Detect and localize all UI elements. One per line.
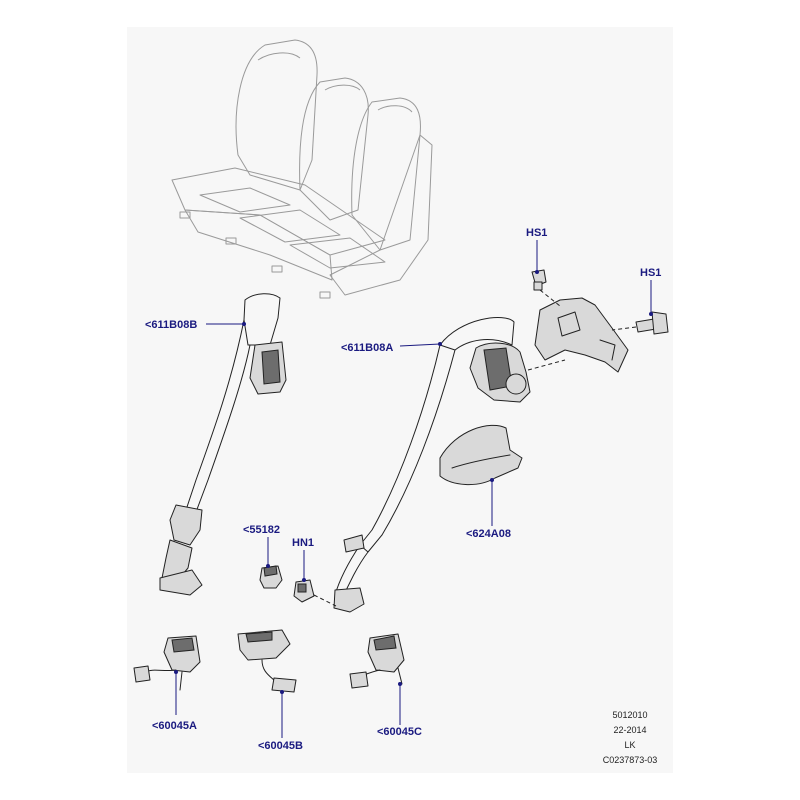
callout-60045b: <60045B bbox=[258, 740, 303, 752]
footer-initials: LK bbox=[624, 740, 635, 750]
leader-lines bbox=[174, 240, 653, 738]
buckle-60045a bbox=[133, 635, 201, 691]
nut-hn1 bbox=[293, 579, 315, 603]
footer-code: 5012010 bbox=[612, 710, 647, 720]
seat-belt-right bbox=[333, 316, 531, 613]
buckle-60045b bbox=[237, 629, 297, 693]
seat-belt-left bbox=[159, 293, 287, 596]
mounting-bracket bbox=[534, 297, 629, 373]
bolt-hs1-top bbox=[531, 269, 547, 291]
footer-date: 22-2014 bbox=[613, 725, 646, 735]
callout-hs1-top: HS1 bbox=[526, 227, 547, 239]
callout-60045a: <60045A bbox=[152, 720, 197, 732]
callout-624a08: <624A08 bbox=[466, 528, 511, 540]
callout-60045c: <60045C bbox=[377, 726, 422, 738]
rear-seat-illustration bbox=[171, 39, 433, 299]
footer-reference: C0237873-03 bbox=[603, 755, 658, 765]
callout-hs1-right: HS1 bbox=[640, 267, 661, 279]
callout-611b08a: <611B08A bbox=[341, 342, 393, 354]
clip-55182 bbox=[259, 565, 283, 589]
buckle-60045c bbox=[349, 633, 405, 689]
callout-55182: <55182 bbox=[243, 524, 280, 536]
callout-hn1: HN1 bbox=[292, 537, 314, 549]
callout-611b08b: <611B08B bbox=[145, 319, 197, 331]
retractor-cover bbox=[439, 424, 523, 485]
bolt-hs1-right bbox=[635, 311, 669, 335]
